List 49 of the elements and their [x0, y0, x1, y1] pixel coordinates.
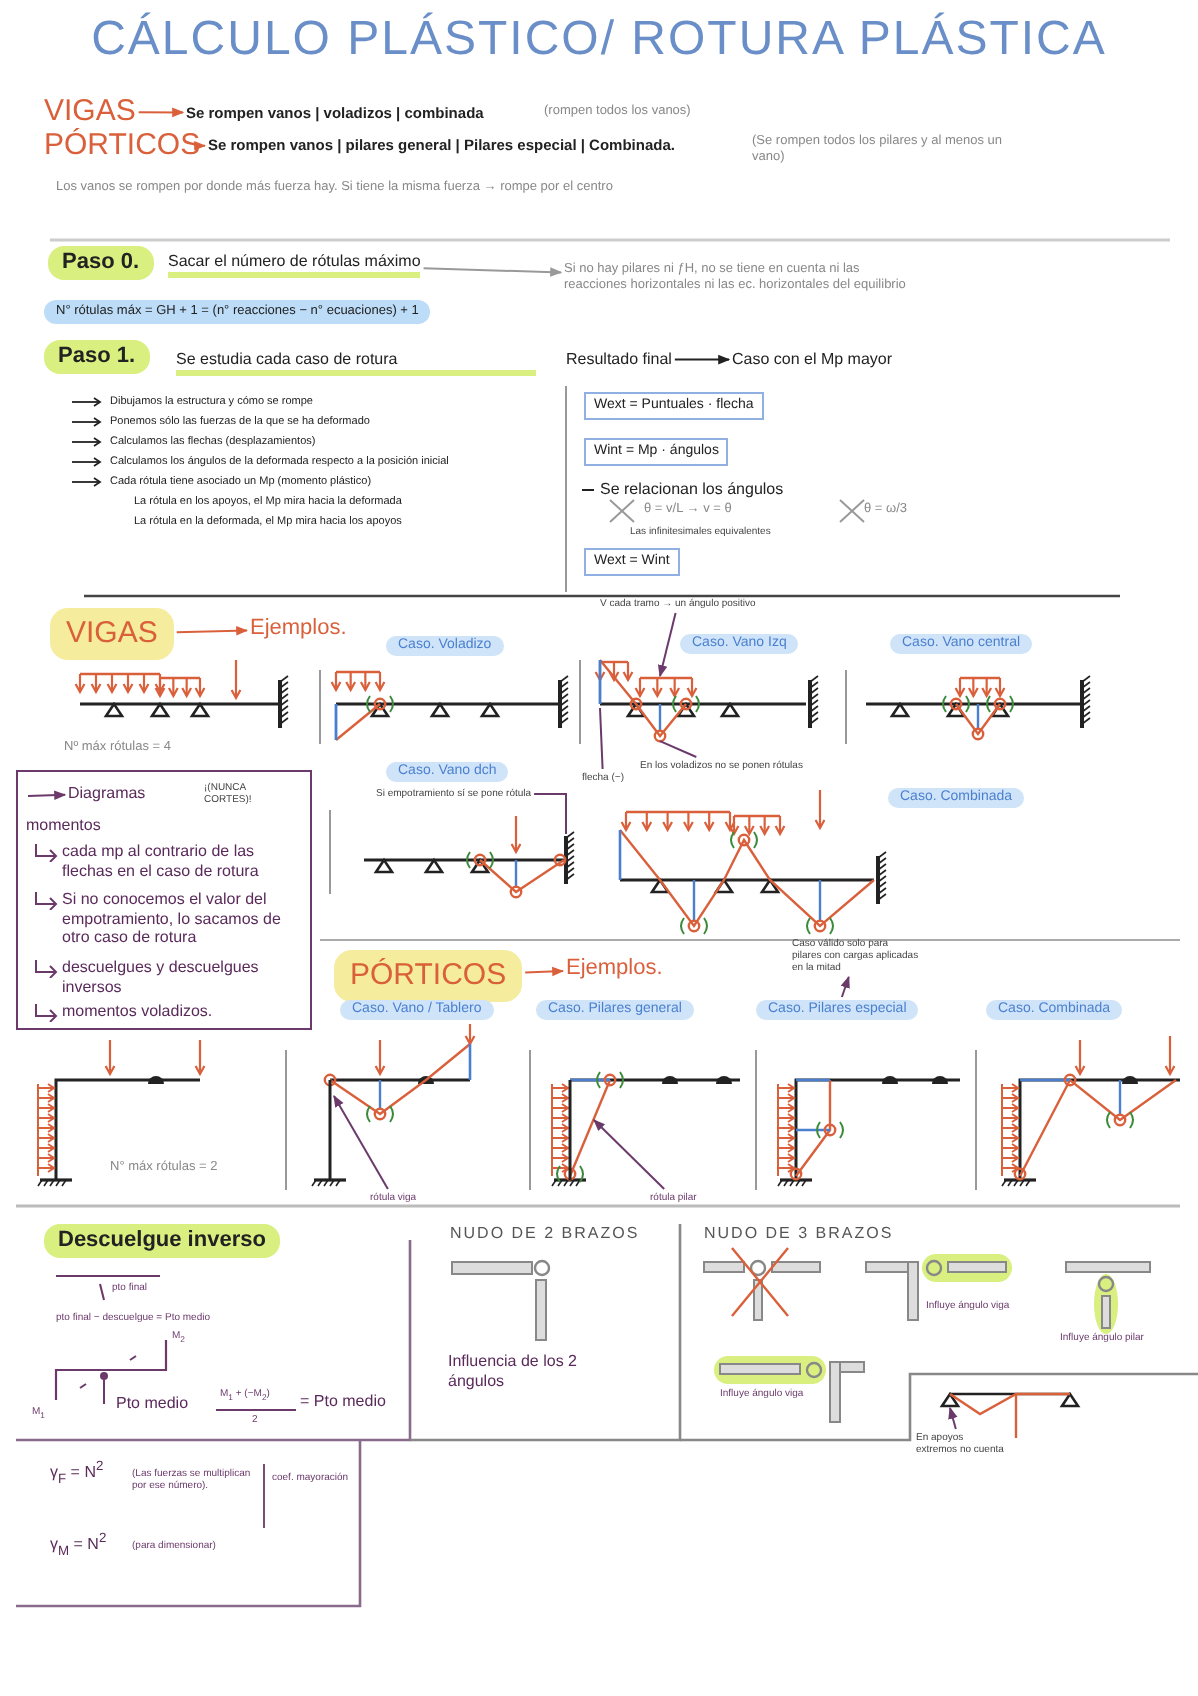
arrow: [194, 141, 207, 151]
note-line: Si no conocemos el valor del empotramiento, lo sacamos de otro caso de rotura: [62, 890, 283, 948]
note-panel: [16, 770, 312, 1030]
section-badge: PÓRTICOS: [334, 950, 523, 1002]
examples-heading: Ejemplos.: [566, 956, 663, 983]
arrow: [422, 267, 563, 277]
formula: γ$_{F}$ = N$^{2}$: [50, 1460, 104, 1489]
section-heading: PÓRTICOS: [44, 128, 201, 164]
note-line: cada mp al contrario de las flechas en el caso de rotura: [62, 842, 261, 881]
formula: Pto medio: [116, 1394, 189, 1414]
leader-line: [599, 707, 604, 770]
subheading: NUDO DE 3 BRAZOS: [704, 1224, 894, 1244]
subheading: NUDO DE 2 BRAZOS: [450, 1224, 640, 1244]
note-line: momentos: [26, 816, 101, 836]
note: Influencia de los 2 ángulos: [448, 1352, 579, 1391]
step-text: Se estudia cada caso de rotura: [176, 350, 536, 376]
formula: γ$_{M}$ = N$^{2}$: [50, 1532, 107, 1561]
note-line: descuelgues y descuelgues inversos: [62, 958, 261, 997]
beam-diagram-drawing: [594, 659, 819, 743]
step-text: Sacar el número de rótulas máximo: [168, 252, 421, 278]
examples-heading: Ejemplos.: [250, 616, 347, 643]
arrow: [27, 790, 67, 800]
frame-diagram-drawing: [311, 1024, 476, 1187]
formula: = Pto medio: [300, 1392, 386, 1412]
step-badge: Paso 1.: [44, 340, 150, 375]
page-title: CÁLCULO PLÁSTICO/ ROTURA PLÁSTICA: [89, 12, 1109, 70]
result-text: Resultado final: [566, 350, 672, 370]
arrow: [524, 966, 565, 977]
arrow: [175, 626, 249, 636]
arrow: [673, 354, 731, 365]
panel-heading: Diagramas: [68, 784, 146, 804]
step-badge: Paso 0.: [48, 246, 154, 281]
beam-diagram-drawing: [364, 816, 575, 899]
arrow: [948, 1406, 958, 1430]
arrow: [840, 975, 850, 998]
note-line: momentos voladizos.: [62, 1002, 213, 1022]
arrow: [333, 1094, 389, 1190]
arrow: [137, 107, 185, 118]
frame-diagram-drawing: [939, 1391, 1081, 1438]
leader-line: [533, 793, 567, 835]
arrow: [657, 612, 677, 678]
arrow: [593, 1119, 666, 1190]
section-heading: VIGAS: [44, 94, 136, 130]
frame-diagram-drawing: [551, 1071, 740, 1187]
section-badge: VIGAS: [50, 608, 174, 660]
leader-line: [659, 740, 698, 758]
topic-badge: Descuelgue inverso: [44, 1224, 280, 1259]
result-text: Caso con el Mp mayor: [732, 350, 893, 370]
formula: Se relacionan los ángulos: [600, 480, 784, 500]
